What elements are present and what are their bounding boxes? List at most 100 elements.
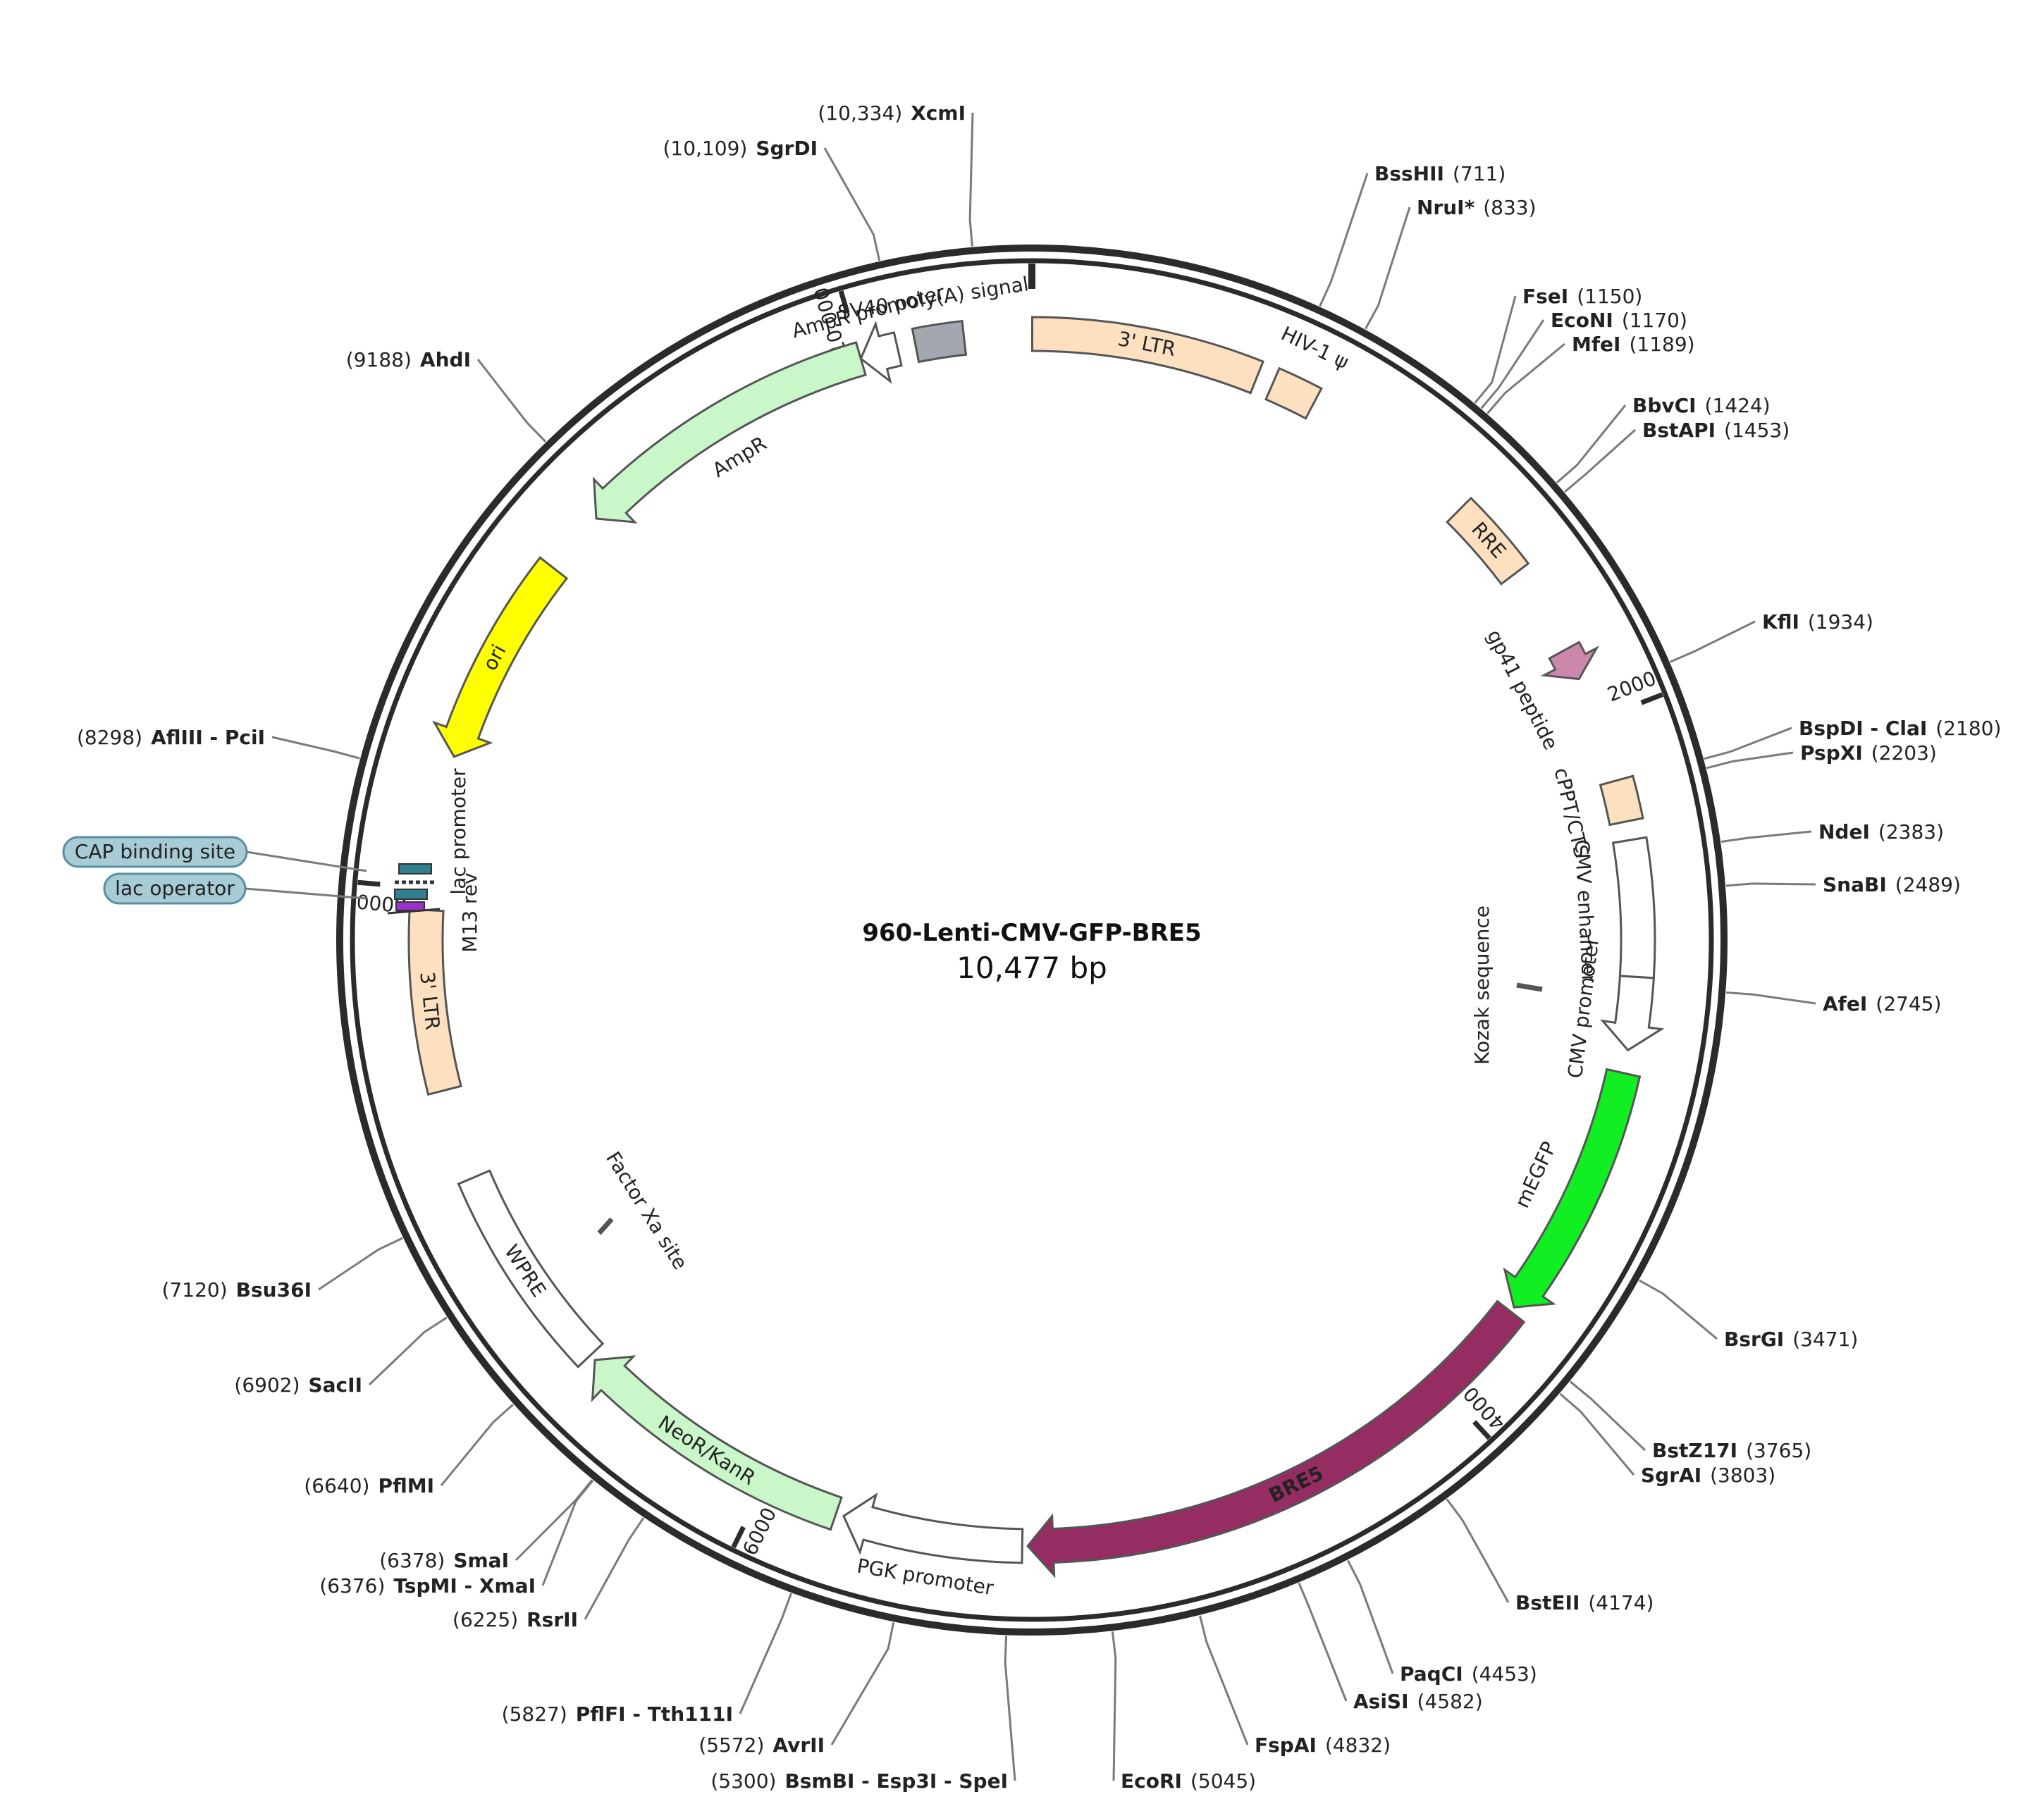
site-name-smai: SmaI <box>453 1549 509 1572</box>
lac-promoter-label: lac promoter <box>447 768 470 895</box>
site-label-sgrai: SgrAI(3803) <box>1641 1464 1775 1487</box>
site-pos-bstapi: (1453) <box>1724 419 1790 442</box>
site-label-smai: (6378) SmaI <box>379 1549 509 1572</box>
site-label-bsteii: BstEII(4174) <box>1515 1591 1654 1614</box>
site-name-pflmi: PflMI <box>378 1474 434 1497</box>
site-name-sacii: SacII <box>309 1373 363 1397</box>
site-leader-bsu36i <box>318 1237 403 1291</box>
site-pos-afei: (2745) <box>1876 992 1941 1015</box>
site-name-bstapi: BstAPI <box>1642 419 1716 442</box>
site-label-bstapi: BstAPI (1453) <box>1642 419 1790 442</box>
site-leader-rsrii <box>584 1517 645 1620</box>
site-name-sgrdi: SgrDI <box>756 137 818 160</box>
site-name-econi: EcoNI <box>1551 309 1613 332</box>
site-pos-kfli: (1934) <box>1808 610 1873 633</box>
plasmid-name: 960-Lenti-CMV-GFP-BRE5 <box>862 919 1201 947</box>
factor-xa-label: Factor Xa site <box>601 1148 692 1274</box>
site-name-bsrgi: BsrGI <box>1724 1328 1784 1351</box>
site-label-snabi: SnaBI(2489) <box>1823 873 1961 896</box>
site-label-pspxi: PspXI (2203) <box>1800 741 1937 765</box>
site-pos-smai: (6378) <box>379 1549 445 1572</box>
feature-arrow-egfp <box>1503 1068 1642 1309</box>
site-pos-fspai: (4832) <box>1325 1733 1391 1757</box>
cap-binding-site-mark <box>398 863 432 874</box>
site-pos-avrii: (5572) <box>698 1733 764 1757</box>
site-leader-bstz17i <box>1569 1380 1646 1452</box>
site-label-avrii: (5572) AvrII <box>698 1733 825 1757</box>
feature-ltr5: 3' LTR <box>1030 316 1265 395</box>
site-name-ahdi: AhdI <box>420 348 471 371</box>
plasmid-length: 10,477 bp <box>956 951 1107 985</box>
site-pos-asisi: (4582) <box>1417 1690 1483 1713</box>
site-leader-mfei <box>1486 342 1565 414</box>
site-pos-pflfi-tth111i: (5827) <box>502 1702 567 1726</box>
lac-operator-pill: lac operator <box>103 872 247 905</box>
lac-region-underline <box>387 908 441 915</box>
site-leader-bsrgi <box>1639 1279 1718 1340</box>
site-label-rsrii: (6225)RsrII <box>452 1608 578 1631</box>
site-label-econi: EcoNI(1170) <box>1551 309 1687 332</box>
site-pos-bstz17i: (3765) <box>1746 1439 1811 1462</box>
site-pos-bsu36i: (7120) <box>162 1278 228 1302</box>
site-leader-paqci <box>1347 1559 1394 1674</box>
feature-arrow-cmv-prom <box>1600 975 1665 1052</box>
site-leader-smai <box>515 1479 593 1562</box>
site-name-afei: AfeI <box>1823 992 1867 1015</box>
site-leader-afei <box>1726 991 1816 1005</box>
site-leader-bsshii <box>1319 173 1369 307</box>
kozak-mark <box>1516 982 1543 992</box>
site-name-pspxi: PspXI <box>1800 741 1863 765</box>
site-leader-sacii <box>368 1316 448 1386</box>
site-label-ahdi: (9188)AhdI <box>346 348 471 371</box>
site-leader-bbvci <box>1556 404 1627 484</box>
site-label-bsu36i: (7120)Bsu36I <box>162 1278 312 1302</box>
site-label-bspdi-clai: BspDI - ClaI(2180) <box>1799 717 2001 740</box>
site-leader-econi <box>1480 319 1545 409</box>
tick-label-4000: 4000 <box>1459 1382 1510 1435</box>
site-leader-snabi <box>1725 882 1816 887</box>
site-leader-nrui <box>1364 206 1411 330</box>
site-name-bsteii: BstEII <box>1515 1591 1580 1614</box>
site-pos-tspmi-xmai: (6376) <box>319 1574 385 1597</box>
site-label-bstz17i: BstZ17I(3765) <box>1652 1439 1811 1462</box>
feature-label-cmv-prom: CMV promoter <box>1563 935 1603 1080</box>
site-label-bbvci: BbvCI(1424) <box>1632 394 1771 417</box>
site-label-pflmi: (6640)PflMI <box>304 1474 434 1497</box>
site-pos-ecori: (5045) <box>1190 1769 1256 1793</box>
site-label-ecori: EcoRI(5045) <box>1121 1769 1256 1793</box>
site-name-bsmbi-esp3i-spei: BsmBI - Esp3I - SpeI <box>784 1769 1008 1793</box>
site-leader-xcmi <box>968 112 974 247</box>
site-pos-pspxi: (2203) <box>1871 741 1937 765</box>
site-name-avrii: AvrII <box>772 1733 825 1757</box>
site-leader-ecori <box>1111 1631 1117 1781</box>
site-leader-pflmi <box>440 1403 514 1486</box>
feature-cmv-enh: CMV enhancer <box>1570 836 1656 984</box>
feature-ori: ori <box>432 556 569 758</box>
site-pos-bsshii: (711) <box>1453 162 1506 185</box>
feature-arrow-ori <box>432 556 569 758</box>
cap-binding-site-pill: CAP binding site <box>62 836 248 868</box>
site-name-kfli: KflI <box>1762 610 1799 633</box>
feature-arrow-ltr5 <box>1030 316 1265 395</box>
feature-arrow-hiv-psi <box>1264 366 1323 420</box>
feature-arrow-gp41 <box>1540 641 1600 681</box>
site-name-bbvci: BbvCI <box>1632 394 1697 417</box>
feature-ltr3: 3' LTR <box>407 908 462 1096</box>
feature-label-gp41: gp41 peptide <box>1482 626 1563 753</box>
site-name-asisi: AsiSI <box>1353 1690 1409 1713</box>
site-label-afliii-pcii: (8298)AflIII - PciI <box>77 726 265 749</box>
lac-operator-leader <box>245 887 367 900</box>
site-label-bsshii: BssHII(711) <box>1374 162 1506 185</box>
site-name-ndei: NdeI <box>1818 820 1870 843</box>
site-name-sgrai: SgrAI <box>1641 1464 1701 1487</box>
feature-arrow-bre5 <box>1026 1299 1526 1578</box>
m13-rev-mark <box>395 901 425 911</box>
tick-mark-2000 <box>1640 692 1663 705</box>
site-pos-ndei: (2383) <box>1878 820 1944 843</box>
site-label-sacii: (6902)SacII <box>234 1373 362 1397</box>
site-pos-snabi: (2489) <box>1895 873 1961 896</box>
site-pos-paqci: (4453) <box>1472 1662 1537 1686</box>
site-name-mfei: MfeI <box>1572 333 1620 356</box>
feature-label-hiv-psi: HIV-1 ψ <box>1278 322 1353 374</box>
